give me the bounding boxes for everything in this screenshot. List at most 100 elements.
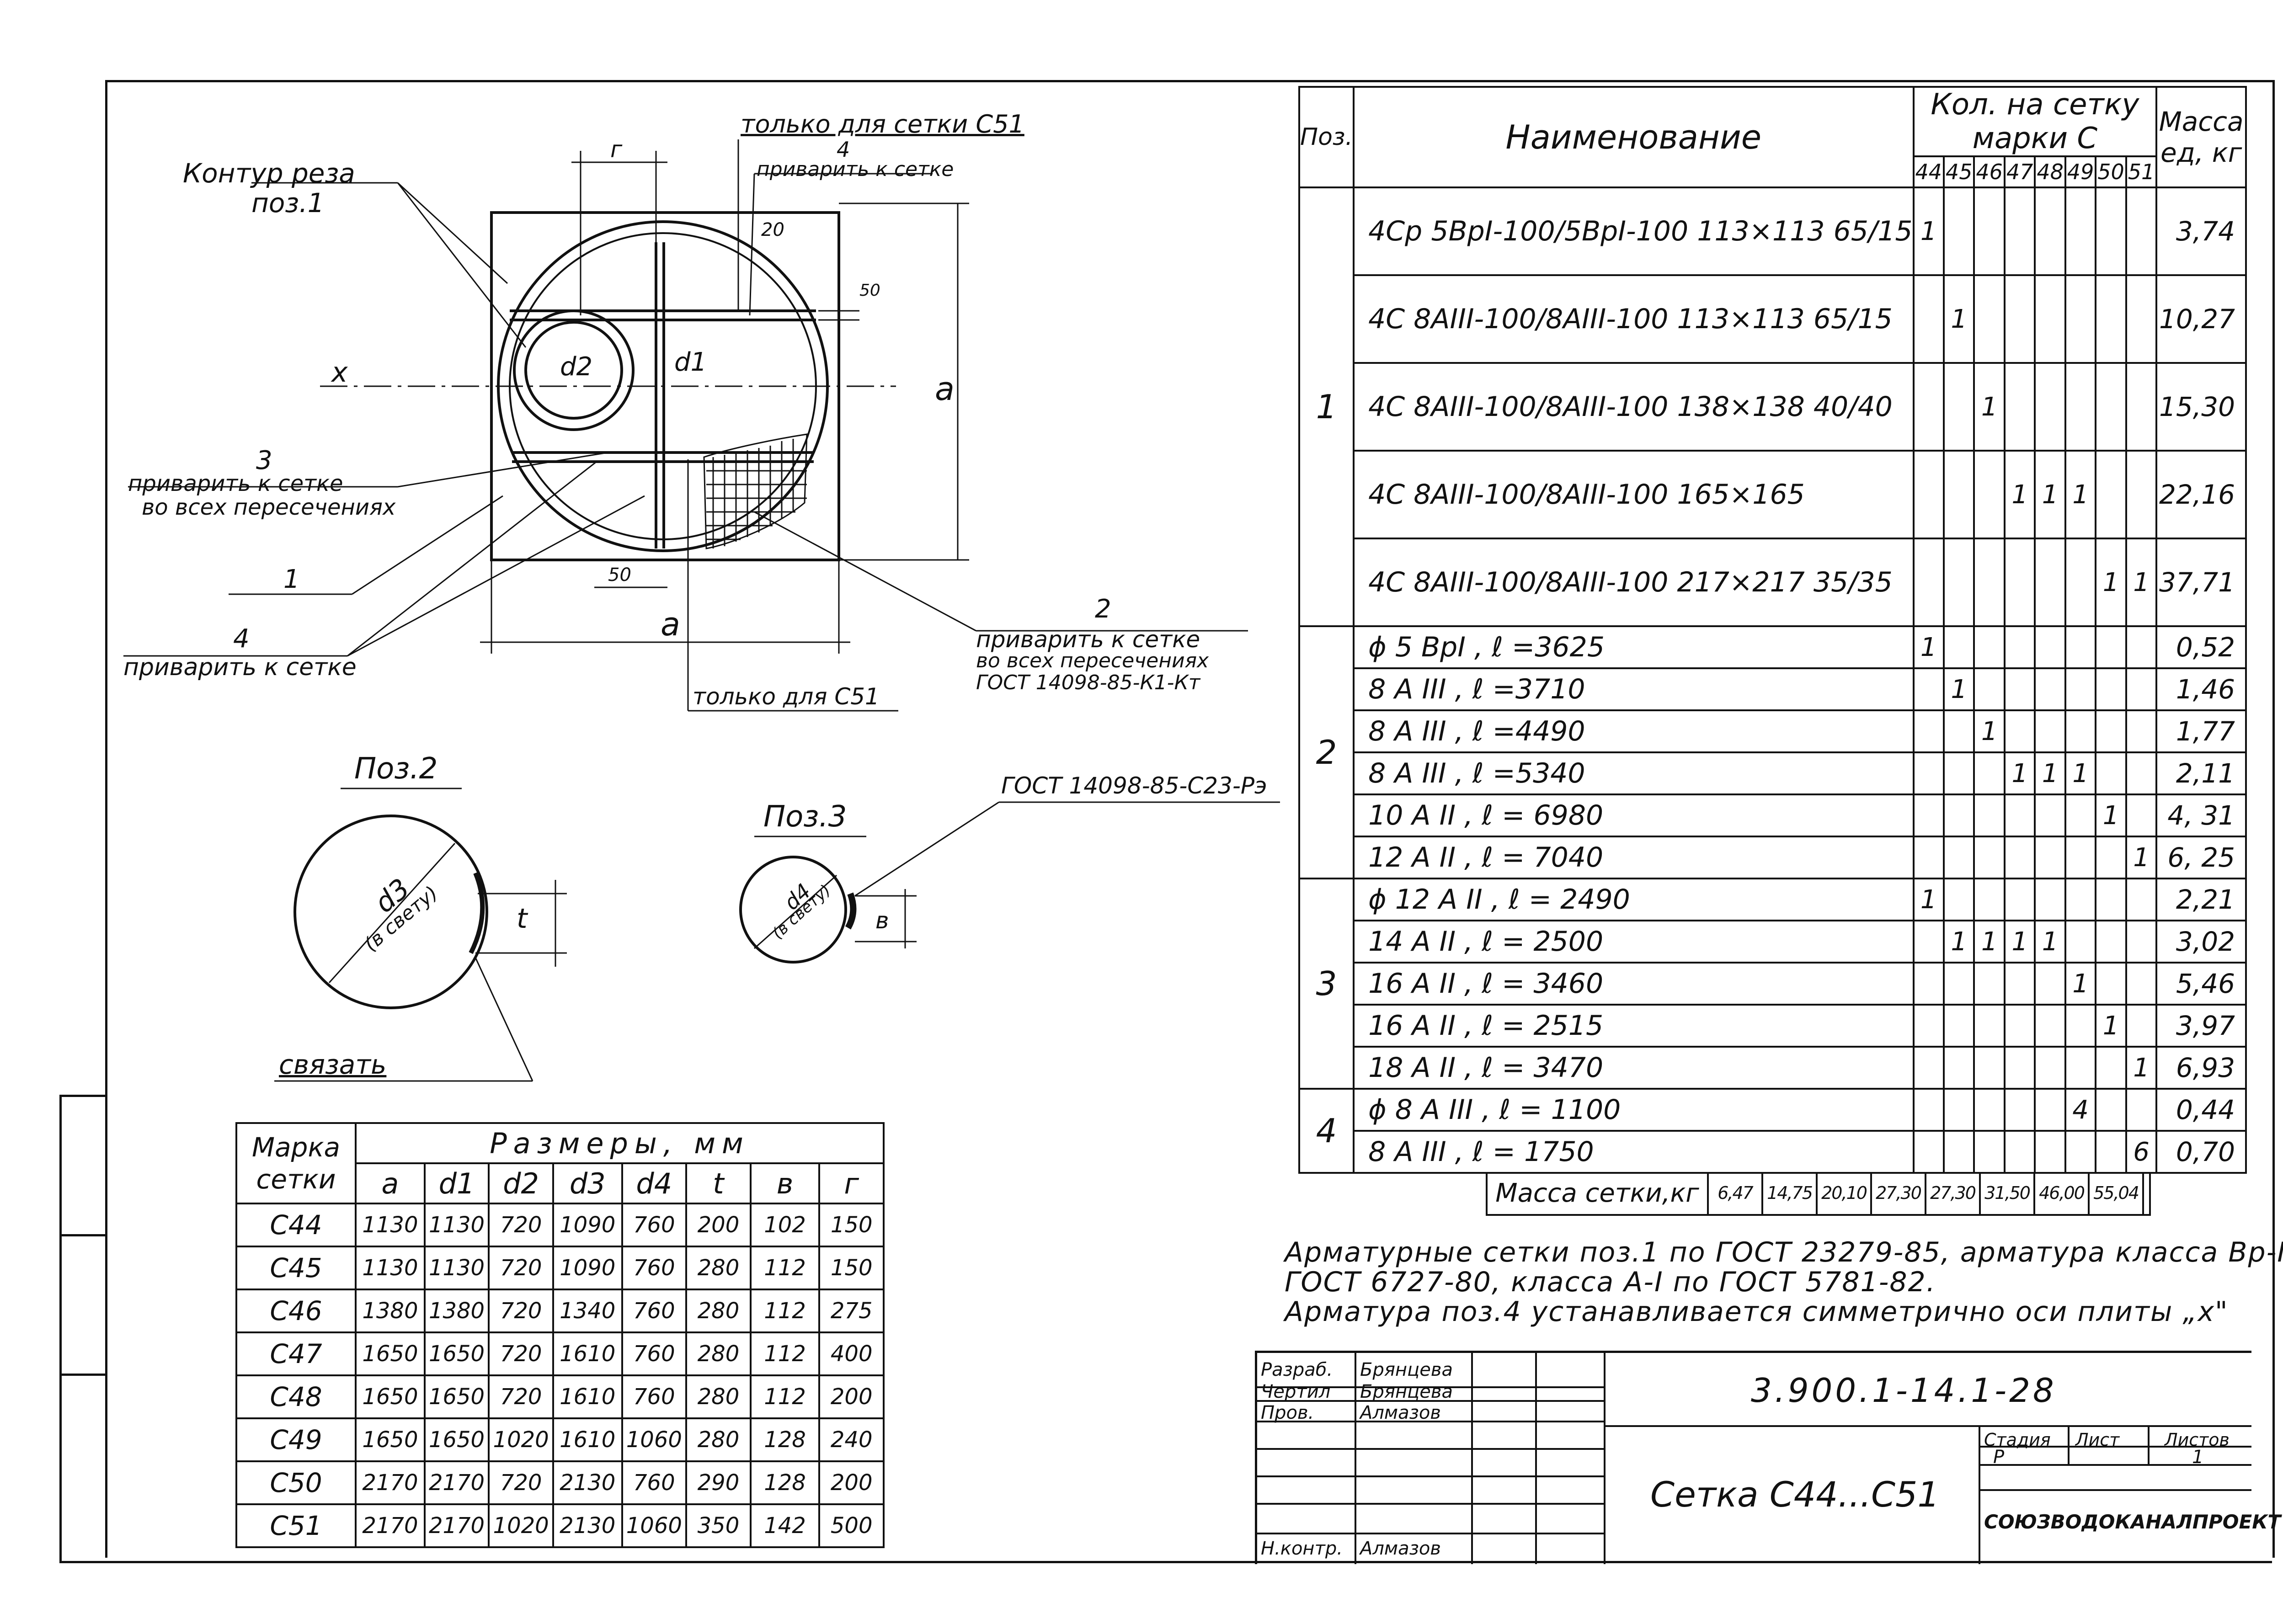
spec-qty (2095, 878, 2127, 921)
spec-mass: 0,70 (2155, 1130, 2247, 1174)
dims-value: 720 (488, 1289, 554, 1333)
side-strip (59, 1095, 107, 1562)
label-t: t (517, 903, 528, 935)
spec-qty (2034, 1130, 2066, 1174)
dims-value: 280 (685, 1374, 752, 1419)
spec-mass: 22,16 (2155, 450, 2247, 539)
spec-header-name: Наименование (1353, 86, 1915, 188)
note-line-2: ГОСТ 6727-80, класса А-I по ГОСТ 5781-82… (1285, 1266, 1936, 1298)
spec-qty (2034, 836, 2066, 879)
dims-sub-header: г (818, 1162, 885, 1204)
dims-value: 720 (488, 1374, 554, 1419)
spec-qty (2125, 362, 2158, 452)
spec-total-value: 14,75 (1763, 1172, 1818, 1214)
spec-qty (2034, 625, 2066, 669)
spec-item-name: 4С 8АIII-100/8АIII-100 217×217 35/35 (1353, 538, 1915, 627)
spec-qty (2064, 362, 2097, 452)
spec-qty (1942, 793, 1975, 837)
spec-qty (2095, 274, 2127, 364)
label-50a: 50 (859, 281, 880, 300)
label-1: 1 (283, 564, 300, 594)
spec-qty: 1 (1942, 274, 1975, 364)
spec-qty (2003, 836, 2036, 879)
label-50b: 50 (608, 564, 631, 586)
spec-qty (2095, 836, 2127, 879)
dims-value: 1060 (621, 1503, 688, 1548)
spec-mass: 3,97 (2155, 1004, 2247, 1048)
dims-value: 1340 (552, 1289, 623, 1333)
spec-qty (2095, 1046, 2127, 1090)
dims-value: 1130 (355, 1203, 426, 1247)
dims-header-sizes: Размеры, мм (355, 1122, 885, 1164)
spec-qty (2064, 836, 2097, 879)
spec-qty (1942, 186, 1975, 276)
dims-value: 2170 (355, 1503, 426, 1548)
spec-qty (2095, 920, 2127, 964)
spec-qty: 1 (2125, 836, 2158, 879)
stamp-name-3: Алмазов (1360, 1402, 1441, 1423)
dims-value: 760 (621, 1331, 688, 1376)
spec-qty (2095, 962, 2127, 1006)
spec-item-name: ϕ 5 ВрI , ℓ =3625 (1353, 625, 1915, 669)
spec-header-pos: Поз. (1298, 86, 1355, 188)
spec-total-value: 20,10 (1818, 1172, 1872, 1214)
spec-qty (2003, 186, 2036, 276)
dims-mark: С51 (235, 1503, 357, 1548)
spec-qty (1973, 751, 2006, 795)
spec-qty (1912, 962, 1945, 1006)
spec-qty: 1 (2003, 450, 2036, 539)
label-2a: приварить к сетке (976, 626, 1200, 653)
spec-mass: 6, 25 (2155, 836, 2247, 879)
label-4-num: 4 (233, 624, 250, 654)
dims-value: 280 (685, 1331, 752, 1376)
dims-value: 112 (749, 1289, 821, 1333)
dims-value: 200 (818, 1374, 885, 1419)
dims-value: 200 (685, 1203, 752, 1247)
dims-value: 1020 (488, 1503, 554, 1548)
spec-item-name: 4С 8АIII-100/8АIII-100 113×113 65/15 (1353, 274, 1915, 364)
stamp-role-3: Пров. (1261, 1402, 1314, 1423)
dims-value: 1610 (552, 1417, 623, 1462)
dims-sub-header: d3 (552, 1162, 623, 1204)
stamp-sheets-label: Листов (2165, 1430, 2230, 1450)
spec-qty: 1 (2034, 920, 2066, 964)
spec-qty (2095, 362, 2127, 452)
label-x: х (331, 357, 348, 389)
spec-qty (1973, 1088, 2006, 1132)
dims-value: 102 (749, 1203, 821, 1247)
spec-qty (1942, 1046, 1975, 1090)
spec-qty (1912, 450, 1945, 539)
dims-value: 280 (685, 1417, 752, 1462)
dims-value: 760 (621, 1374, 688, 1419)
spec-qty (2125, 274, 2158, 364)
drawing-frame (105, 80, 2275, 1558)
spec-qty (1973, 836, 2006, 879)
dims-value: 760 (621, 1460, 688, 1505)
spec-qty (2064, 186, 2097, 276)
spec-total-label: Масса сетки,кг (1488, 1172, 1709, 1214)
poz2-title: Поз.2 (354, 752, 438, 786)
dims-mark: С49 (235, 1417, 357, 1462)
spec-qty (2095, 186, 2127, 276)
dims-value: 400 (818, 1331, 885, 1376)
dims-mark: С46 (235, 1289, 357, 1333)
dims-value: 720 (488, 1246, 554, 1290)
spec-qty (2095, 751, 2127, 795)
spec-qty (1942, 1088, 1975, 1132)
spec-qty (2034, 962, 2066, 1006)
spec-qty (1973, 962, 2006, 1006)
note-line-1: Арматурные сетки поз.1 по ГОСТ 23279-85,… (1285, 1236, 2283, 1268)
stamp-role-nkontr: Н.контр. (1261, 1538, 1343, 1559)
spec-qty (2034, 1088, 2066, 1132)
spec-qty (2064, 793, 2097, 837)
spec-qty (1973, 1004, 2006, 1048)
label-weld4-top: приварить к сетке (757, 158, 954, 181)
specification-table: Поз. Наименование Кол. на сетку марки С … (1298, 86, 2247, 1174)
spec-qty (2095, 625, 2127, 669)
